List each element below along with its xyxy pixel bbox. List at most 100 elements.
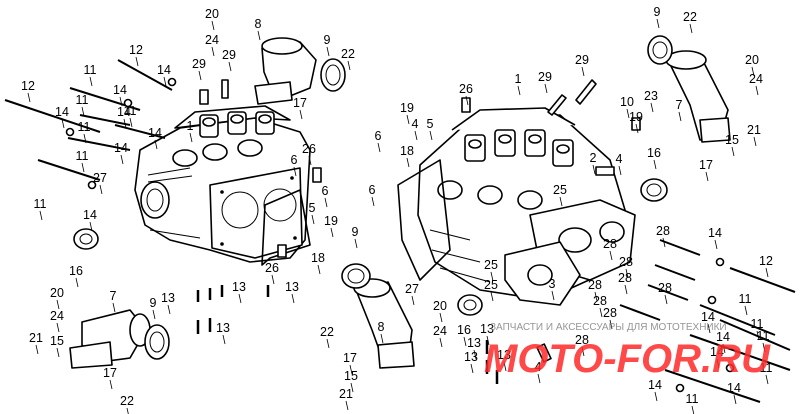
callout-leader <box>517 85 521 96</box>
callout-number: 22 <box>320 325 334 339</box>
callout-leader <box>271 274 275 285</box>
callout-number: 9 <box>352 225 359 239</box>
callout-leader <box>650 102 654 113</box>
callout-number: 15 <box>50 334 64 348</box>
callout-number: 23 <box>644 89 658 103</box>
left-cylinder-head <box>134 105 311 266</box>
elbow-top-left <box>254 37 346 105</box>
callout-number: 17 <box>343 351 357 365</box>
callout-number: 22 <box>341 47 355 61</box>
callout-number: 20 <box>50 286 64 300</box>
callout-leader <box>211 20 215 31</box>
callout-number: 21 <box>747 123 761 137</box>
callout-leader <box>490 271 494 282</box>
callout-number: 6 <box>291 153 298 167</box>
callout-leader <box>39 210 43 221</box>
callout-leader <box>755 85 759 96</box>
callout-number: 14 <box>157 63 171 77</box>
callout-leader <box>465 95 469 106</box>
callout-leader <box>756 330 760 341</box>
callout-number: 28 <box>603 306 617 320</box>
callout-number: 11 <box>76 149 89 163</box>
callout-leader <box>544 83 548 94</box>
callout-leader <box>678 111 682 122</box>
callout-number: 28 <box>588 278 602 292</box>
callout-leader <box>599 307 603 318</box>
callout-number: 25 <box>484 278 498 292</box>
callout-leader <box>751 66 755 77</box>
callout-number: 24 <box>50 309 64 323</box>
callout-leader <box>317 264 321 275</box>
callout-leader <box>291 293 295 304</box>
callout-number: 11 <box>686 392 699 406</box>
callout-leader <box>345 400 349 411</box>
callout-leader <box>35 344 39 355</box>
callout-number: 14 <box>710 345 724 359</box>
callout-leader <box>293 166 297 177</box>
callout-leader <box>238 293 242 304</box>
callout-leader <box>123 118 127 129</box>
callout-leader <box>664 294 668 305</box>
callout-number: 25 <box>553 183 567 197</box>
callout-number: 22 <box>120 394 134 408</box>
callout-leader <box>654 391 658 402</box>
callout-number: 19 <box>400 101 414 115</box>
callout-number: 2 <box>590 151 597 165</box>
callout-number: 14 <box>727 381 741 395</box>
callout-leader <box>653 159 657 170</box>
callout-number: 24 <box>205 33 219 47</box>
callout-number: 9 <box>150 296 157 310</box>
callout-number: 5 <box>427 117 434 131</box>
callout-number: 6 <box>375 129 382 143</box>
callout-number: 7 <box>110 289 117 303</box>
callout-number: 26 <box>265 261 279 275</box>
callout-number: 14 <box>55 105 69 119</box>
callout-number: 3 <box>549 277 556 291</box>
callout-leader <box>592 164 596 175</box>
callout-leader <box>109 379 113 390</box>
callout-leader <box>765 267 769 278</box>
callout-leader <box>473 349 477 360</box>
callout-number: 17 <box>293 96 307 110</box>
callout-number: 8 <box>378 320 385 334</box>
callout-number: 10 <box>620 95 634 109</box>
callout-leader <box>731 146 735 157</box>
elbow-bottom-center <box>341 263 415 369</box>
callout-leader <box>429 130 433 141</box>
callout-number: 20 <box>205 7 219 21</box>
callout-number: 13 <box>497 348 511 362</box>
callout-leader <box>618 165 622 176</box>
callout-leader <box>625 268 629 279</box>
callout-leader <box>119 96 123 107</box>
callout-number: 18 <box>400 144 414 158</box>
callout-leader <box>56 347 60 358</box>
callout-number: 26 <box>302 142 316 156</box>
callout-leader <box>135 56 139 67</box>
callout-leader <box>326 338 330 349</box>
callout-leader <box>581 346 585 357</box>
callout-leader <box>371 196 375 207</box>
callout-number: 4 <box>616 152 623 166</box>
callout-number: 29 <box>222 48 236 62</box>
callout-number: 28 <box>618 271 632 285</box>
callout-leader <box>733 394 737 405</box>
callout-number: 14 <box>701 310 715 324</box>
callout-leader <box>330 227 334 238</box>
callout-number: 29 <box>538 70 552 84</box>
oil-seals <box>73 178 668 316</box>
callout-number: 14 <box>113 83 127 97</box>
callout-leader <box>112 302 116 313</box>
elbow-top-right <box>647 35 731 143</box>
callout-number: 13 <box>480 322 494 336</box>
callout-number: 13 <box>216 321 230 335</box>
callout-leader <box>753 136 757 147</box>
callout-leader <box>691 405 695 414</box>
callout-leader <box>609 319 613 330</box>
callout-leader <box>406 114 410 125</box>
callout-leader <box>656 18 660 29</box>
callout-leader <box>689 23 693 34</box>
callout-number: 20 <box>433 299 447 313</box>
callout-number: 15 <box>344 369 358 383</box>
callout-leader <box>308 155 312 166</box>
